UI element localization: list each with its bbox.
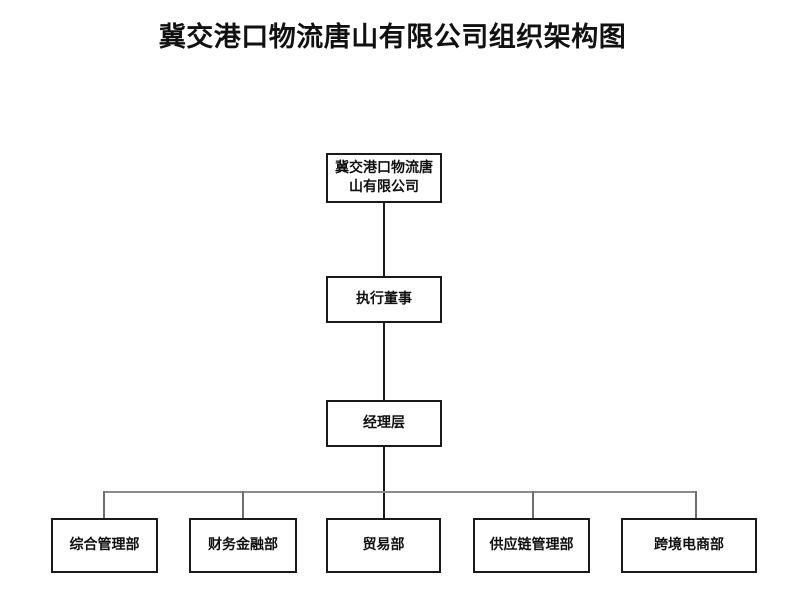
page-title: 冀交港口物流唐山有限公司组织架构图: [158, 22, 627, 52]
node-dept-supply-chain[interactable]: 供应链管理部: [473, 518, 590, 573]
connector-company-to-executive-director: [383, 203, 385, 276]
connector-drop-general-admin: [103, 491, 105, 518]
connector-executive-director-to-management: [383, 323, 385, 400]
connector-drop-supply-chain: [532, 491, 534, 518]
node-dept-general-admin[interactable]: 综合管理部: [51, 518, 158, 573]
connector-distribution-bar: [103, 491, 697, 493]
node-executive-director[interactable]: 执行董事: [326, 276, 442, 323]
connector-management-to-departments: [383, 447, 385, 518]
connector-drop-finance: [242, 491, 244, 518]
node-management[interactable]: 经理层: [326, 400, 442, 447]
node-dept-trade[interactable]: 贸易部: [326, 518, 441, 573]
node-dept-cross-border-ecommerce[interactable]: 跨境电商部: [621, 518, 757, 573]
node-company[interactable]: 冀交港口物流唐 山有限公司: [326, 153, 442, 203]
connector-drop-cross-border-ecommerce: [695, 491, 697, 518]
node-dept-finance[interactable]: 财务金融部: [189, 518, 297, 573]
